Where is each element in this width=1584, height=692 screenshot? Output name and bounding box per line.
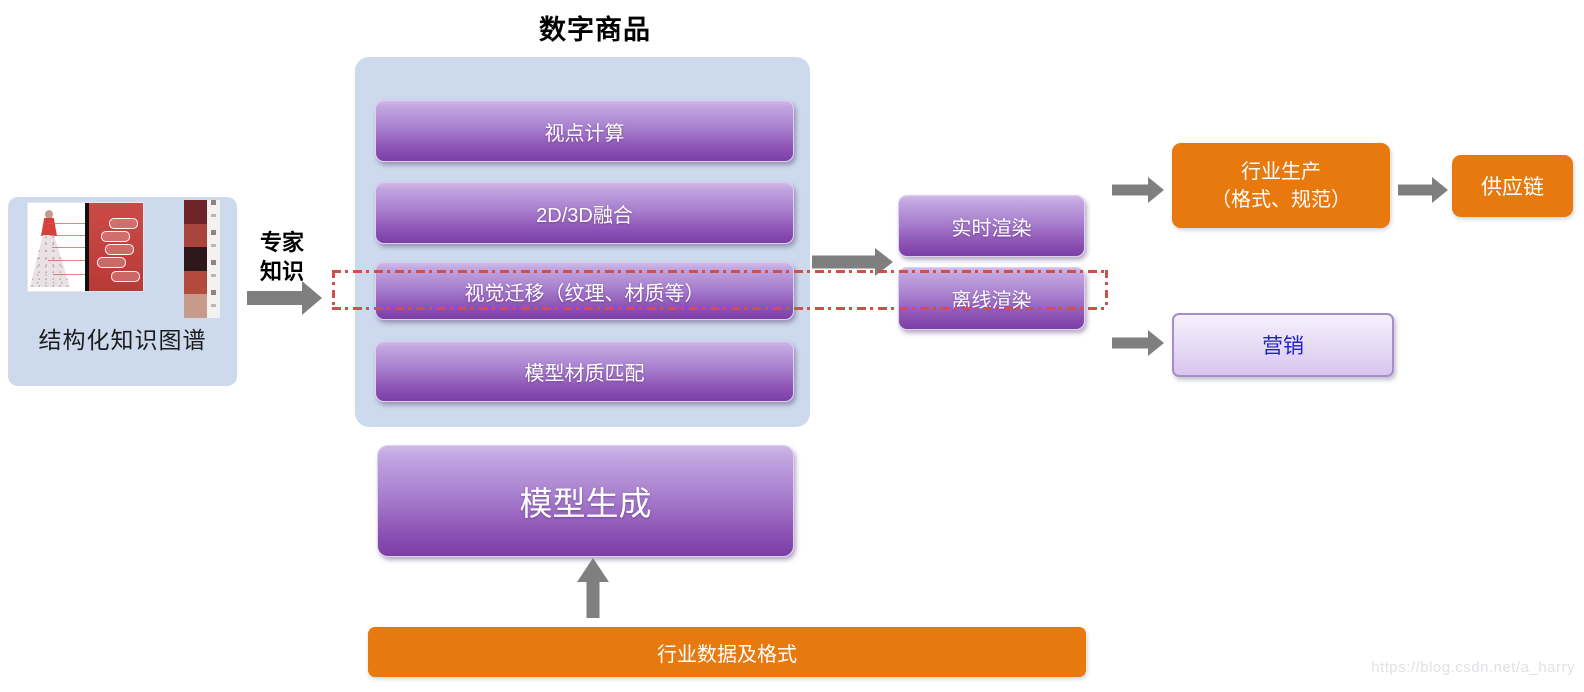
arrow-shaft xyxy=(1112,337,1148,349)
swatch xyxy=(184,247,207,271)
attribute-pill xyxy=(105,244,134,255)
box-supply-chain: 供应链 xyxy=(1452,155,1573,217)
callout-line xyxy=(52,247,100,248)
callout-line xyxy=(50,235,94,236)
box-2d3d-fusion: 2D/3D融合 xyxy=(375,182,794,244)
industry-production-line2: （格式、规范） xyxy=(1211,188,1351,211)
arrow-head-icon xyxy=(577,558,609,582)
swatch xyxy=(184,294,207,318)
model-figure xyxy=(45,210,53,219)
arrow-head-icon xyxy=(875,248,893,276)
material-swatch-strip xyxy=(184,200,207,318)
attribute-pill xyxy=(97,257,126,268)
attribute-pill xyxy=(109,218,138,229)
arrow-shaft xyxy=(812,255,875,269)
box-visual-transfer: 视觉迁移（纹理、材质等） xyxy=(375,262,794,320)
fashion-annotation-image xyxy=(28,203,143,291)
box-offline-rendering: 离线渲染 xyxy=(898,267,1085,330)
swatch xyxy=(184,223,207,248)
box-model-material-matching: 模型材质匹配 xyxy=(375,341,794,402)
arrow-to-industry-production xyxy=(1112,176,1164,204)
arrow-to-supply-chain xyxy=(1398,176,1448,204)
model-skirt xyxy=(30,235,70,287)
model-top-garment xyxy=(41,218,57,236)
arrow-shaft xyxy=(586,581,600,618)
arrow-to-marketing xyxy=(1112,329,1164,357)
box-industry-data-format: 行业数据及格式 xyxy=(368,627,1086,677)
callout-line xyxy=(48,260,90,261)
arrow-head-icon xyxy=(1148,330,1164,356)
attribute-pill xyxy=(101,231,130,242)
arrow-head-icon xyxy=(1432,177,1448,203)
arrow-data-to-model xyxy=(577,558,609,618)
dashed-edge xyxy=(332,270,335,310)
box-model-generation: 模型生成 xyxy=(377,445,794,557)
arrow-pipeline-to-rendering xyxy=(812,246,893,278)
image-divider xyxy=(85,203,89,291)
arrow-shaft xyxy=(1398,184,1432,196)
dashed-edge xyxy=(1105,270,1108,310)
box-marketing: 营销 xyxy=(1172,313,1394,377)
industry-production-line1: 行业生产 xyxy=(1241,160,1321,183)
box-viewpoint-calculation: 视点计算 xyxy=(375,100,794,162)
arrow-head-icon xyxy=(1148,177,1164,203)
swatch xyxy=(184,270,207,295)
box-realtime-rendering: 实时渲染 xyxy=(898,195,1085,257)
arrow-shaft xyxy=(1112,184,1148,196)
arrow-expert-to-pipeline xyxy=(247,278,322,318)
attribute-pill xyxy=(111,271,140,282)
knowledge-graph-caption: 结构化知识图谱 xyxy=(38,327,207,353)
arrow-shaft xyxy=(247,291,302,305)
attribute-panel xyxy=(89,203,143,291)
arrow-head-icon xyxy=(302,281,322,315)
box-industry-production: 行业生产 （格式、规范） xyxy=(1172,143,1390,228)
expert-knowledge-label: 专家 知识 xyxy=(238,228,326,286)
swatch xyxy=(184,200,207,224)
watermark-url: https://blog.csdn.net/a_harry xyxy=(1371,659,1575,676)
swatch-strip-edge xyxy=(207,200,220,318)
diagram-title: 数字商品 xyxy=(539,15,651,45)
expert-knowledge-line1: 专家 xyxy=(259,230,304,255)
callout-line xyxy=(54,274,106,275)
expert-knowledge-line2: 知识 xyxy=(259,259,304,284)
callout-line xyxy=(48,223,100,224)
